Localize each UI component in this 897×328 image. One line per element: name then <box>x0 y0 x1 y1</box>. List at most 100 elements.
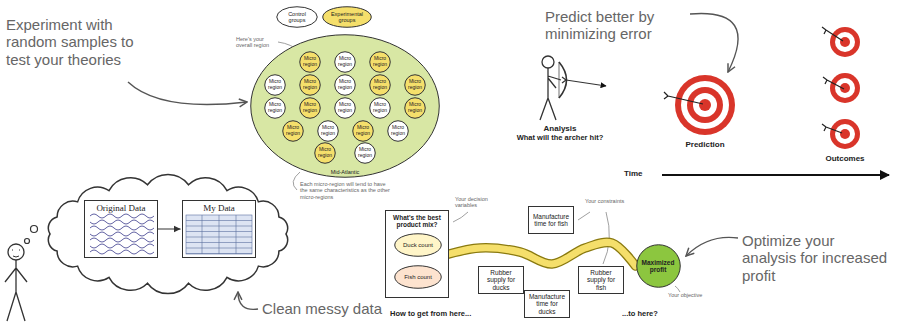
thought-bubbles <box>25 239 30 244</box>
ellipse-outline <box>370 75 391 96</box>
stuck-arrow <box>664 27 844 133</box>
table-column-line <box>236 215 237 254</box>
node-text-area: Original Data <box>85 201 157 257</box>
caption-label: Your decision variables <box>455 196 507 209</box>
node-text-area: Micro region <box>334 74 356 96</box>
node-text: Rubber supply for ducks <box>481 269 521 291</box>
ellipse-outline <box>636 245 680 288</box>
caption-label: Prediction <box>670 140 740 149</box>
micro-region-circle: Micro region <box>369 51 391 73</box>
outcome-target <box>840 129 850 139</box>
thought-cloud <box>48 174 287 293</box>
scribble-stroke <box>90 220 154 224</box>
clean-data-table <box>186 215 252 254</box>
node-text-area: Micro region <box>299 74 321 96</box>
constraint-box: Manufacture time for fish <box>528 206 574 234</box>
ellipse-outline <box>388 121 409 142</box>
node-text-area: Micro region <box>352 120 374 142</box>
node-text: Micro region <box>336 79 354 91</box>
scribble-stroke <box>90 214 154 218</box>
annotation-arrow <box>690 13 738 72</box>
stick-figure <box>5 244 27 321</box>
time-axis <box>662 175 889 176</box>
leader-line <box>453 212 468 222</box>
node-text: Duck count <box>397 242 439 249</box>
scribble-stroke <box>90 232 154 236</box>
node-text-area: Micro region <box>334 51 356 73</box>
ellipse-outline <box>265 75 286 96</box>
ellipse-outline <box>323 7 372 28</box>
ellipse-outline <box>355 143 376 164</box>
outcome-target <box>835 124 855 144</box>
leader-line <box>578 212 590 220</box>
node-text: Micro region <box>371 102 389 114</box>
caption-label: Outcomes <box>810 154 880 163</box>
annotation-arrow <box>128 13 738 309</box>
node-text-area: Experimental groups <box>322 6 372 28</box>
node-text: Original Data <box>87 203 155 213</box>
node-text-area: Manufacture time for ducks <box>525 291 569 317</box>
micro-region-circle: Micro region <box>334 97 356 119</box>
annotation-arrow <box>686 237 738 256</box>
ellipse-outline <box>370 52 391 73</box>
micro-region-circle: Micro region <box>404 74 426 96</box>
flying-arrow <box>562 77 566 83</box>
ellipse-outline <box>405 98 426 119</box>
node-text-area: My Data <box>183 201 255 257</box>
annotation-note: Predict better by minimizing error <box>545 8 695 43</box>
node-text: Micro region <box>284 125 302 137</box>
micro-region-circle: Micro region <box>264 74 286 96</box>
scribble-stroke <box>90 226 154 230</box>
node-text: Micro region <box>336 56 354 68</box>
node-text: Micro region <box>371 56 389 68</box>
annotation-note: Optimize your analysis for increased pro… <box>742 232 892 284</box>
archer <box>540 68 561 120</box>
caption-label: How to get from here... <box>390 310 502 319</box>
node-text: Micro region <box>301 79 319 91</box>
archer <box>559 62 560 98</box>
region-ellipse: Mid-AtlanticMicro regionMicro regionMicr… <box>250 34 440 178</box>
archer <box>540 56 567 120</box>
leader-line <box>293 172 300 190</box>
node-text: Fish count <box>397 274 439 281</box>
flying-arrow <box>562 77 606 86</box>
micro-region-circle: Micro region <box>334 74 356 96</box>
leader-line <box>675 286 680 292</box>
prediction-target <box>687 87 723 123</box>
node-text: Control groups <box>279 11 315 24</box>
data-box: Original Data <box>84 200 158 258</box>
micro-region-circle: Micro region <box>282 120 304 142</box>
node-text-area: Control groups <box>276 6 318 28</box>
stick-figure <box>8 244 24 260</box>
solution-path-outline <box>449 242 636 266</box>
node-text-area: Rubber supply for ducks <box>479 267 523 293</box>
node-text: Micro region <box>406 102 424 114</box>
node-text-area: Micro region <box>314 142 336 164</box>
node-text: Micro region <box>301 56 319 68</box>
caption-label: Here's your overall region <box>236 36 278 49</box>
node-text: Micro region <box>266 102 284 114</box>
ellipse-outline <box>265 98 286 119</box>
ellipse-outline <box>335 75 356 96</box>
constraint-box: Rubber supply for ducks <box>478 266 524 294</box>
product-mix-box: What's the best product mix?Duck countFi… <box>385 210 449 298</box>
annotation-arrow <box>238 292 258 309</box>
node-text-area: Micro region <box>369 97 391 119</box>
node-text-area: Manufacture time for fish <box>529 207 573 233</box>
node-text-area: Duck count <box>394 233 442 257</box>
node-text-area: Rubber supply for fish <box>579 267 623 293</box>
ellipse-outline <box>277 7 318 28</box>
node-text: Manufacture time for fish <box>531 213 571 228</box>
outcome-target <box>830 27 860 57</box>
node-text: Mid-Atlantic <box>253 169 437 175</box>
node-text: Micro region <box>371 79 389 91</box>
micro-region-circle: Micro region <box>299 51 321 73</box>
stuck-arrow <box>664 92 703 104</box>
node-text-area: Maximized profit <box>636 244 681 288</box>
stuck-arrow <box>823 77 844 89</box>
scribble-stroke <box>90 250 154 254</box>
constraint-box: Rubber supply for fish <box>578 266 624 294</box>
node-text-area: Micro region <box>299 51 321 73</box>
annotation-note: Clean messy data <box>262 300 386 317</box>
